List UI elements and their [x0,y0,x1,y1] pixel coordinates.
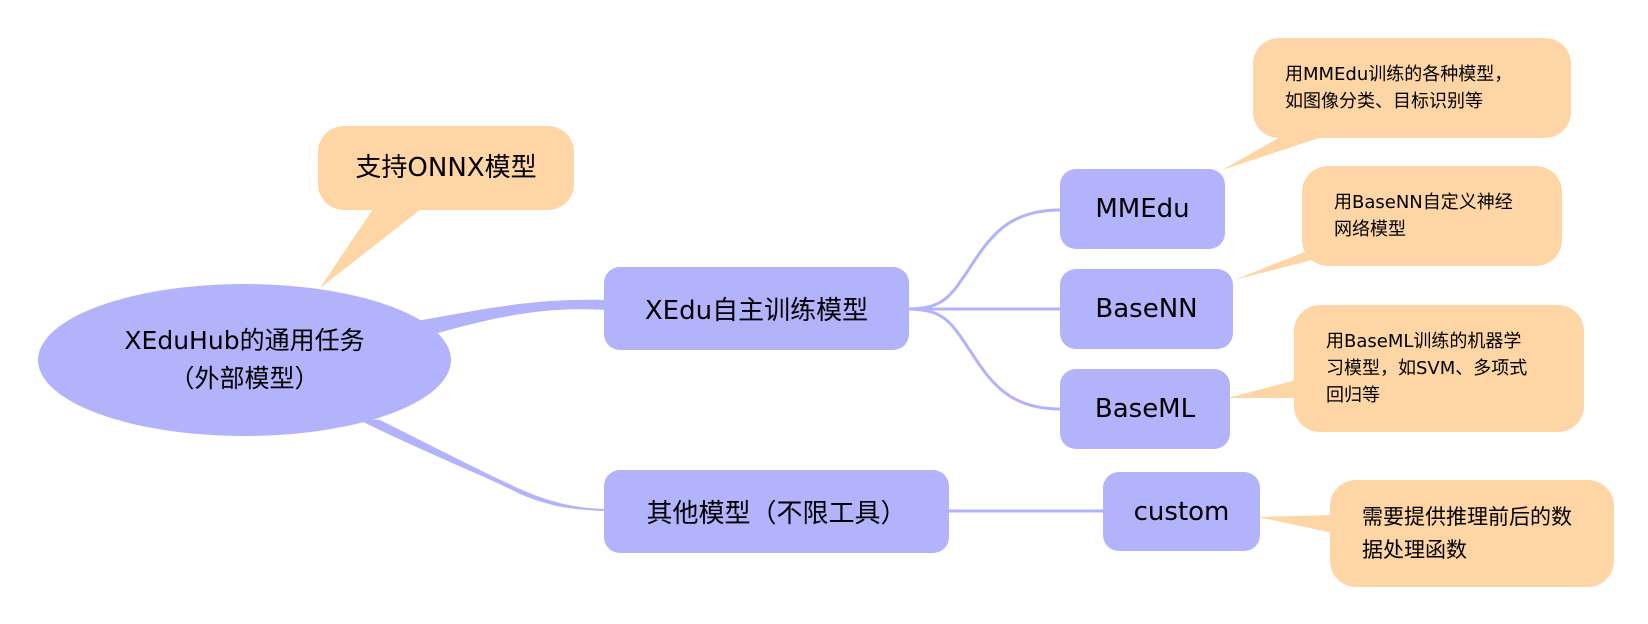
callout-tail-custom [1258,515,1333,533]
basenn-node[interactable]: BaseNN [1060,269,1233,349]
other-branch-node[interactable]: 其他模型（不限工具） [604,470,949,553]
baseml-label: BaseML [1094,394,1196,424]
callout-tail-mmedu [1222,136,1325,170]
mmedu-note-line2: 如图像分类、目标识别等 [1285,91,1483,112]
callout-tail-basenn [1234,252,1312,280]
custom-note-line1: 需要提供推理前后的数 [1362,504,1572,529]
mmedu-label: MMEdu [1095,194,1190,224]
mmedu-node[interactable]: MMEdu [1060,169,1225,249]
callout-tail-onnx [320,206,425,288]
mmedu-note-callout: 用MMEdu训练的各种模型， 如图像分类、目标识别等 [1253,38,1571,138]
custom-note-callout: 需要提供推理前后的数 据处理函数 [1330,480,1614,587]
connector-xedu-to-mmedu [904,208,1061,311]
baseml-note-line1: 用BaseML训练的机器学 [1326,331,1522,352]
xedu-branch-node[interactable]: XEdu自主训练模型 [604,267,909,350]
baseml-note-line2: 习模型，如SVM、多项式 [1326,358,1528,379]
baseml-node[interactable]: BaseML [1060,369,1230,449]
xedu-branch-label: XEdu自主训练模型 [644,296,869,326]
custom-label: custom [1133,496,1230,527]
root-title-line1: XEduHub的通用任务 [124,326,365,355]
connector-root-to-xedu [405,299,605,338]
connector-root-to-other [355,418,605,511]
basenn-note-line1: 用BaseNN自定义神经 [1334,192,1513,213]
custom-note-line2: 据处理函数 [1362,537,1467,562]
custom-node[interactable]: custom [1103,472,1260,551]
basenn-note-callout: 用BaseNN自定义神经 网络模型 [1302,166,1562,266]
connector-xedu-to-baseml [904,307,1061,411]
onnx-note-callout: 支持ONNX模型 [318,126,574,210]
other-branch-label: 其他模型（不限工具） [646,499,907,529]
mmedu-note-line1: 用MMEdu训练的各种模型， [1285,64,1513,85]
basenn-label: BaseNN [1095,294,1198,324]
onnx-note-text: 支持ONNX模型 [355,152,537,183]
basenn-note-line2: 网络模型 [1334,219,1406,240]
root-node[interactable]: XEduHub的通用任务 （外部模型） [38,284,451,436]
baseml-note-line3: 回归等 [1326,385,1380,406]
root-title-line2: （外部模型） [169,364,320,393]
baseml-note-callout: 用BaseML训练的机器学 习模型，如SVM、多项式 回归等 [1294,305,1584,432]
callout-tail-baseml [1228,380,1296,398]
